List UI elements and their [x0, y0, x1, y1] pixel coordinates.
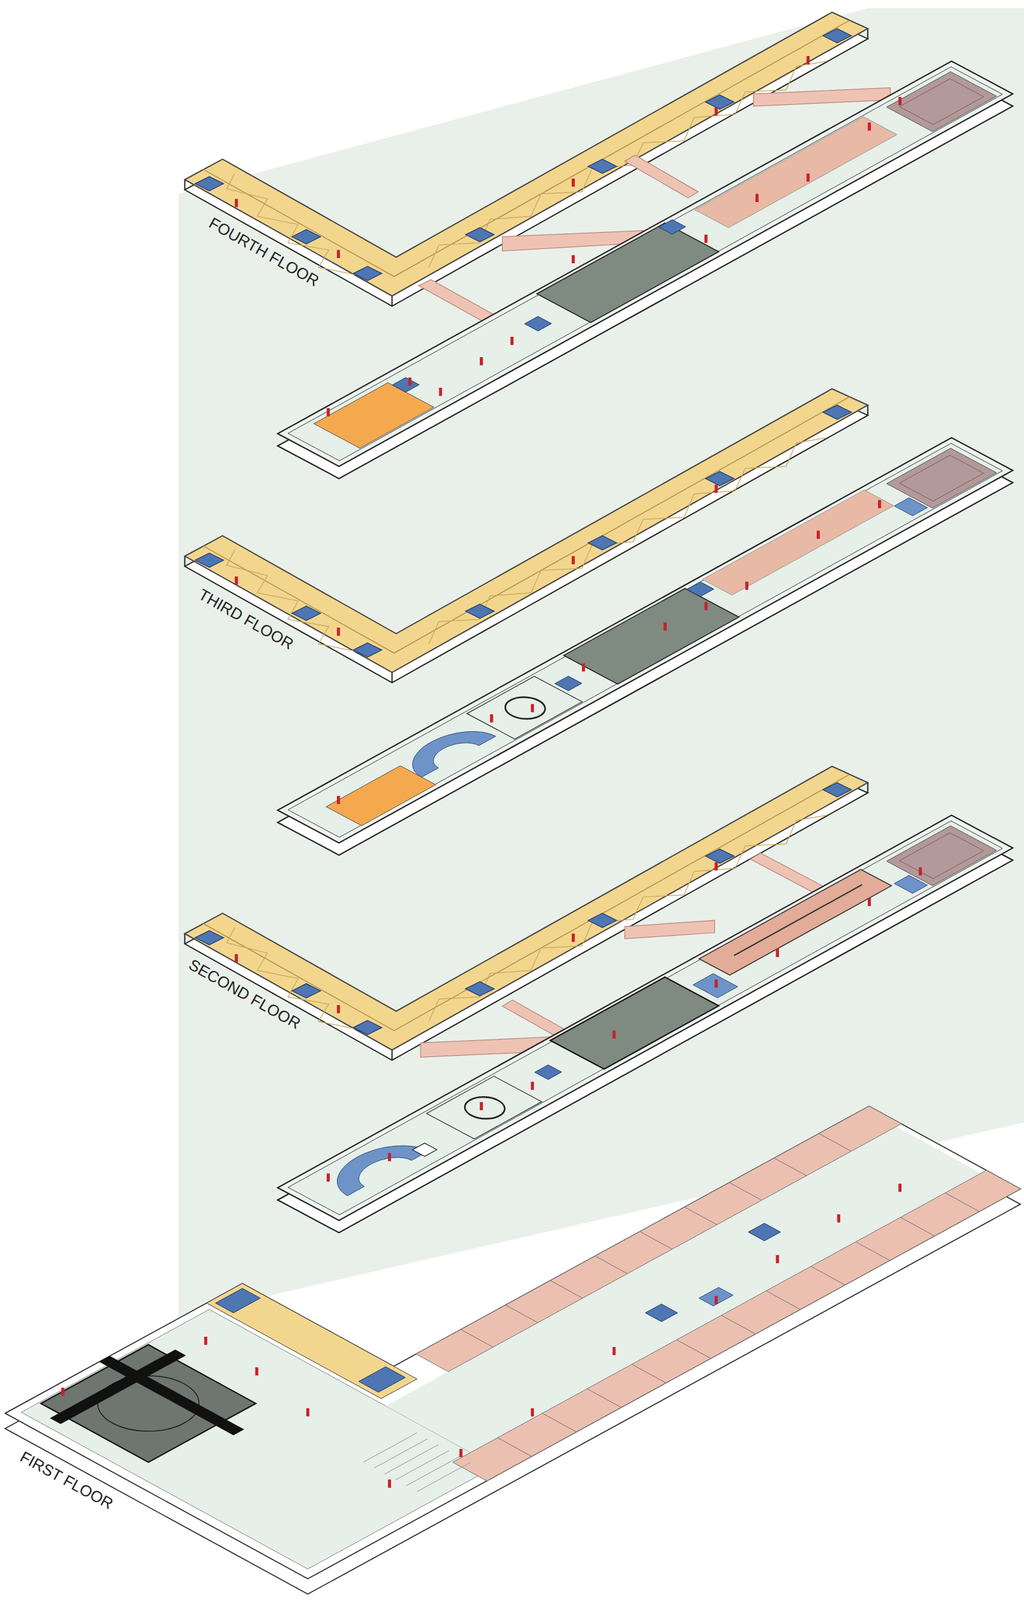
orange-room: [313, 382, 434, 448]
shop-dividers: [460, 1133, 852, 1348]
lift: [645, 1304, 678, 1322]
ring-stair: [496, 692, 553, 724]
lift: [748, 1223, 781, 1242]
grey-hall: [563, 588, 740, 685]
slab-bottom: [5, 1038, 1021, 1595]
stair-core: [358, 1366, 405, 1393]
shop-band: [415, 1106, 902, 1372]
end-room: [886, 448, 997, 509]
courtyard: [21, 1309, 497, 1569]
salmon-hall: [699, 869, 892, 976]
gallery-floor: [277, 61, 1013, 467]
bridge: [753, 87, 891, 107]
lift: [658, 219, 686, 235]
end-room-inner: [899, 833, 984, 879]
ramp: [394, 721, 497, 777]
end-room-inner: [899, 78, 984, 125]
steps: [363, 1433, 471, 1493]
lift: [524, 316, 552, 331]
bridge: [625, 920, 716, 939]
lift: [554, 675, 582, 691]
ramp-room: [426, 1076, 542, 1139]
bridge: [625, 155, 699, 199]
shop-dividers: [497, 1192, 980, 1457]
ramp: [316, 1134, 429, 1197]
salmon-hall: [694, 116, 897, 228]
slab-thickness: [5, 1038, 1021, 1595]
slab-thickness: [277, 449, 1013, 856]
lift: [687, 582, 714, 597]
residential-wing: [185, 389, 869, 684]
slab-bottom: [277, 449, 1013, 856]
gallery-slab: [277, 61, 1013, 467]
black-beam: [99, 1356, 245, 1436]
salmon-hall: [702, 490, 894, 596]
gallery-slab: [277, 438, 1013, 844]
ramp-line: [733, 884, 862, 956]
lift: [534, 1065, 562, 1080]
lift: [392, 377, 420, 392]
shop-band: [453, 1170, 1021, 1481]
ground-floor: [5, 1023, 1021, 1579]
end-room-inner: [899, 454, 984, 501]
residential-bar: [206, 1283, 418, 1399]
people: [61, 56, 922, 1489]
ramp-room: [466, 676, 583, 740]
courtyard-void: [41, 1344, 257, 1463]
grey-hall: [537, 222, 719, 323]
lift: [412, 1143, 437, 1157]
grey-hall: [550, 977, 719, 1069]
corridor: [385, 1126, 981, 1453]
ring-stair: [456, 1092, 513, 1124]
ground-slab: [5, 1023, 1021, 1579]
residential-wing: [185, 766, 869, 1061]
residential-wing: [185, 12, 869, 307]
gallery-floor: [277, 438, 1013, 844]
end-room: [886, 71, 997, 132]
end-room: [886, 825, 997, 886]
background-band: [178, 8, 1024, 1317]
stair-core: [215, 1288, 261, 1314]
